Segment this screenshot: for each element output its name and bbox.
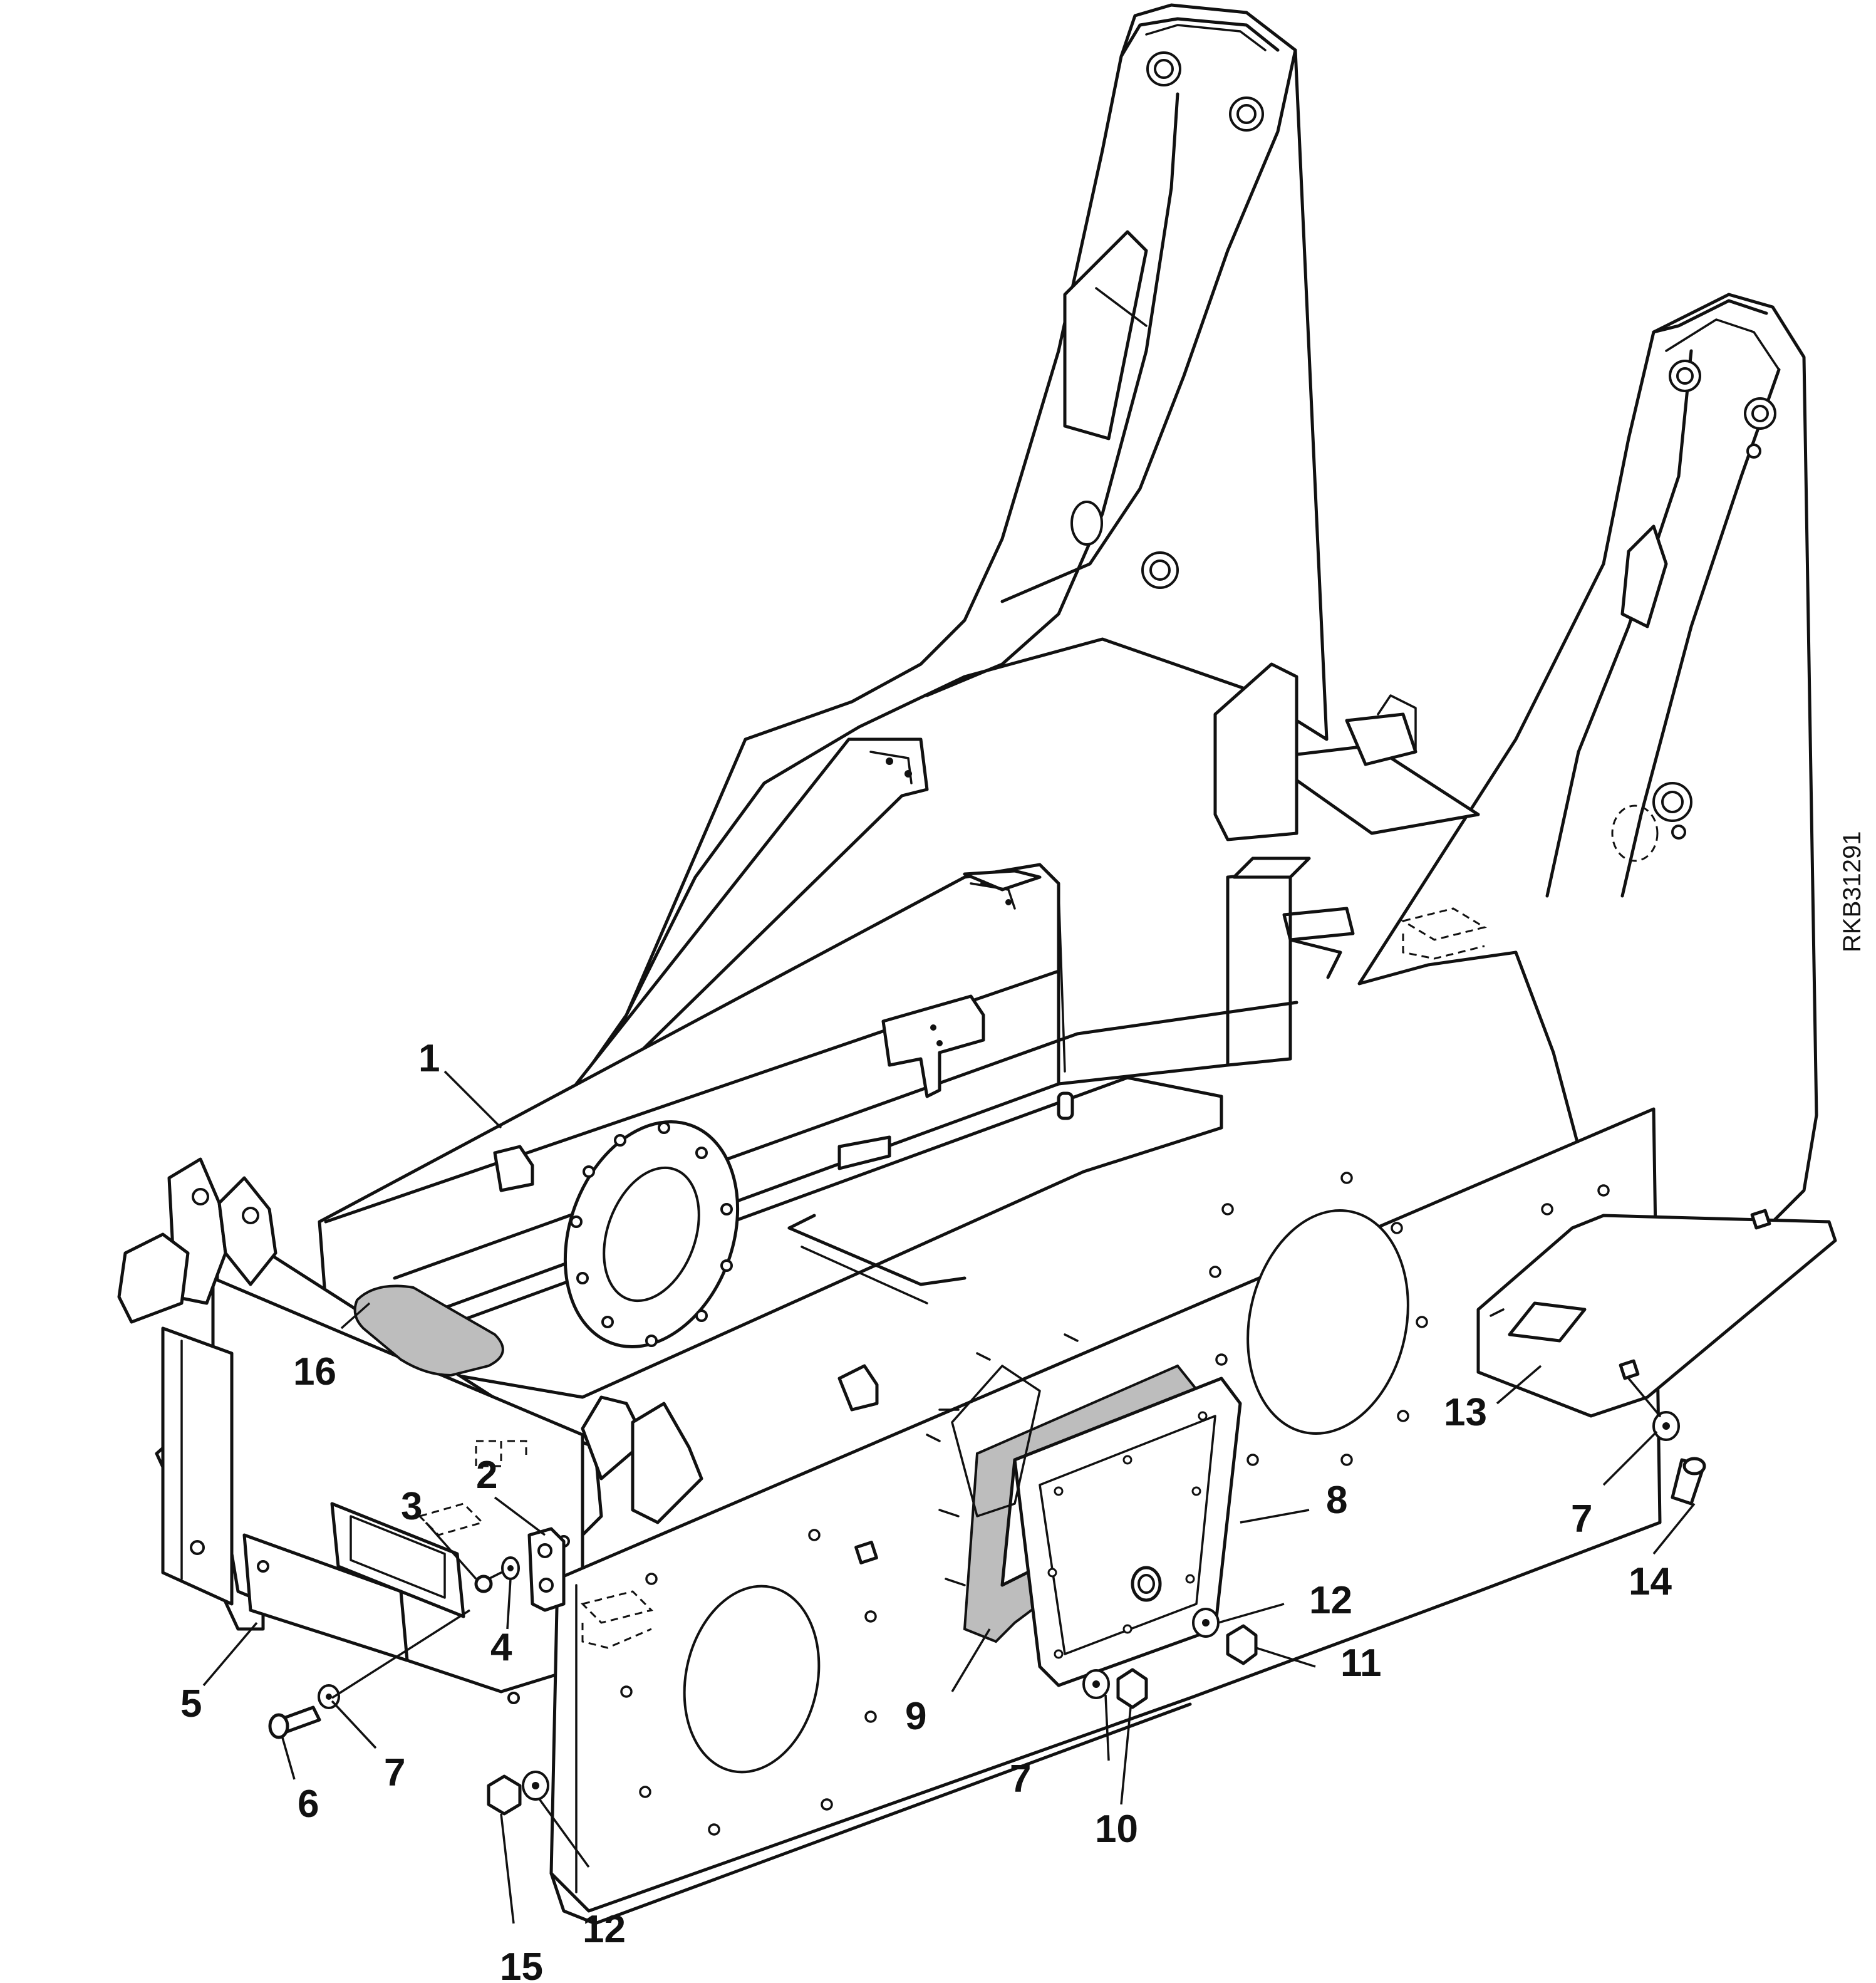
callout-3: 3 xyxy=(401,1485,422,1528)
callout-4: 4 xyxy=(490,1626,512,1669)
callout-11: 11 xyxy=(1340,1642,1382,1685)
grille-plate xyxy=(353,1284,504,1377)
fasteners xyxy=(268,1377,1706,1816)
leader-lines xyxy=(202,1070,1696,1924)
right-upright-arm xyxy=(1357,293,1818,1236)
cover-plate xyxy=(242,1533,409,1662)
callout-15: 15 xyxy=(500,1945,543,1983)
callout-5: 5 xyxy=(180,1682,202,1725)
callout-9: 9 xyxy=(905,1695,926,1738)
drawing-reference-code: RKB31291 xyxy=(1838,831,1866,952)
callout-6: 6 xyxy=(298,1783,319,1826)
main-frame-body xyxy=(318,863,1298,1412)
callout-12-bottom: 12 xyxy=(583,1908,626,1951)
callout-7-front: 7 xyxy=(384,1751,405,1794)
callout-10: 10 xyxy=(1095,1808,1138,1851)
callout-7-rear: 7 xyxy=(1571,1497,1592,1541)
access-cover-assembly xyxy=(926,1333,1242,1687)
callout-13: 13 xyxy=(1444,1391,1487,1434)
callout-16: 16 xyxy=(293,1350,336,1393)
callout-7-cover: 7 xyxy=(1010,1757,1031,1801)
left-upright-arm xyxy=(574,3,1329,1086)
callout-12-cover: 12 xyxy=(1309,1579,1352,1622)
callout-14: 14 xyxy=(1629,1560,1672,1603)
callout-1: 1 xyxy=(418,1037,440,1080)
small-bracket xyxy=(527,1527,566,1612)
rear-cross-members xyxy=(1213,662,1480,1067)
callout-2: 2 xyxy=(476,1454,497,1497)
callout-8: 8 xyxy=(1326,1479,1347,1522)
callout-labels: 1 2 3 4 5 6 7 7 7 8 9 10 11 12 12 13 14 … xyxy=(180,1037,1672,1983)
